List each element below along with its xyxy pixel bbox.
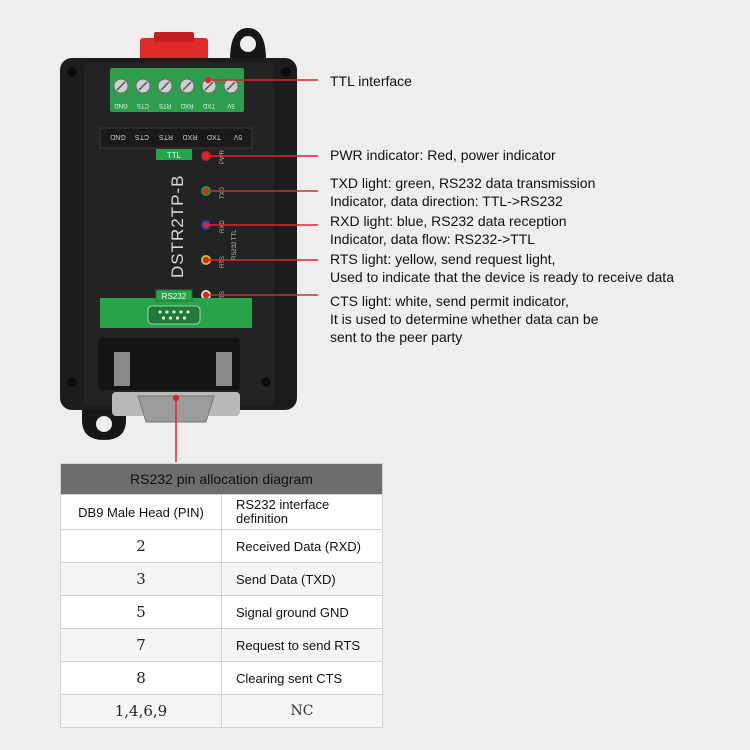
annotation-cts: CTS light: white, send permit indicator,…: [330, 292, 599, 346]
terminal-labels: GND CTS RTS RXD TXD 5V: [114, 102, 235, 108]
annotation-cts-line2: It is used to determine whether data can…: [330, 311, 599, 327]
table-row: 2 Received Data (RXD): [60, 529, 383, 563]
annotation-cts-line1: CTS light: white, send permit indicator,: [330, 293, 569, 309]
terminal-label: RTS: [159, 102, 171, 108]
table-row: 3 Send Data (TXD): [60, 562, 383, 596]
terminal-label: RXD: [180, 102, 193, 108]
mount-hole-top: [240, 36, 256, 52]
label-strip: [99, 127, 253, 149]
table-cell-definition: Request to send RTS: [221, 628, 383, 662]
led-label: CTS: [220, 291, 226, 303]
annotation-txd: TXD light: green, RS232 data transmissio…: [330, 174, 595, 210]
table-cell-pin: 1,4,6,9: [60, 694, 222, 728]
mount-hole-bottom: [96, 416, 112, 432]
led-label: RXD: [220, 220, 226, 233]
standoff-left: [114, 352, 130, 386]
annotation-ttl-line1: TTL interface: [330, 73, 412, 89]
pointer-lines: [172, 76, 318, 462]
ttl-tag-text: TTL: [167, 151, 182, 160]
db9-outline: [147, 305, 201, 325]
strip-label: CTS: [135, 133, 149, 140]
annotation-rxd-line2: Indicator, data flow: RS232->TTL: [330, 231, 536, 247]
db9-pin: [165, 310, 169, 314]
terminal-block: [110, 68, 244, 112]
db9-pin: [168, 316, 173, 320]
strip-label: GND: [110, 133, 126, 140]
db9-pin: [182, 316, 187, 320]
terminal-screw-slot: [204, 81, 214, 91]
table-cell-definition: Clearing sent CTS: [221, 661, 383, 695]
table-header-pin: DB9 Male Head (PIN): [60, 494, 222, 530]
annotation-rxd-line1: RXD light: blue, RS232 data reception: [330, 213, 567, 229]
table-cell-definition: Received Data (RXD): [221, 529, 383, 563]
red-latch-tab: [154, 32, 194, 42]
led-label: RTS: [220, 256, 226, 268]
table-row: 5 Signal ground GND: [60, 595, 383, 629]
db9-pin: [179, 310, 183, 314]
table-row: 8 Clearing sent CTS: [60, 661, 383, 695]
db9-pin: [161, 316, 166, 320]
rs232-tag-text: RS232: [162, 292, 187, 301]
screw-hole-tl: [67, 67, 77, 77]
table-row: 1,4,6,9 NC: [60, 694, 383, 728]
strip-labels: GND CTS RTS RXD TXD 5V: [110, 133, 242, 140]
terminal-screw-slot: [226, 81, 236, 91]
strip-label: RXD: [183, 133, 198, 140]
table-cell-definition: Send Data (TXD): [221, 562, 383, 596]
screw-hole-br: [261, 377, 271, 387]
screw-hole-bl: [67, 377, 77, 387]
annotation-pwr: PWR indicator: Red, power indicator: [330, 146, 556, 164]
terminal-label: 5V: [227, 102, 234, 108]
table-cell-definition: NC: [221, 694, 383, 728]
db9-pin: [158, 310, 162, 314]
terminal-screws: [113, 78, 239, 94]
table-title: RS232 pin allocation diagram: [60, 463, 383, 495]
terminal-label: GND: [114, 102, 128, 108]
db9-pin: [186, 310, 190, 314]
table-cell-pin: 7: [60, 628, 222, 662]
terminal-screw-slot: [182, 81, 192, 91]
standoff-right: [216, 352, 232, 386]
table-cell-pin: 8: [60, 661, 222, 695]
terminal-screw-slot: [160, 81, 170, 91]
table-header-definition: RS232 interface definition: [221, 494, 383, 530]
annotation-rxd: RXD light: blue, RS232 data reception In…: [330, 212, 567, 248]
screw-hole-tr: [281, 67, 291, 77]
db9-pin: [172, 310, 176, 314]
led-label: TXD: [220, 186, 226, 199]
strip-label: 5V: [233, 133, 242, 140]
table-row: 7 Request to send RTS: [60, 628, 383, 662]
annotation-rts: RTS light: yellow, send request light, U…: [330, 250, 674, 286]
table-cell-pin: 5: [60, 595, 222, 629]
annotation-cts-line3: sent to the peer party: [330, 329, 463, 345]
annotation-txd-line2: Indicator, data direction: TTL->RS232: [330, 193, 563, 209]
db9-pin: [175, 316, 180, 320]
annotation-txd-line1: TXD light: green, RS232 data transmissio…: [330, 175, 596, 191]
annotation-pwr-line1: PWR indicator: Red, power indicator: [330, 147, 556, 163]
annotation-rts-line2: Used to indicate that the device is read…: [330, 269, 674, 285]
terminal-label: CTS: [137, 102, 149, 108]
ttl-tag: [156, 149, 192, 160]
mode-label: RS232 TTL: [232, 229, 238, 260]
table-cell-pin: 3: [60, 562, 222, 596]
strip-label: RTS: [159, 133, 173, 140]
model-name: DSTR2TP-B: [168, 175, 187, 278]
terminal-screw-slot: [116, 81, 126, 91]
pin-allocation-table: RS232 pin allocation diagram DB9 Male He…: [60, 463, 383, 728]
table-cell-pin: 2: [60, 529, 222, 563]
table-cell-definition: Signal ground GND: [221, 595, 383, 629]
terminal-screw-slot: [138, 81, 148, 91]
annotation-rts-line1: RTS light: yellow, send request light,: [330, 251, 556, 267]
terminal-label: TXD: [202, 102, 215, 108]
db9-housing: [98, 338, 240, 390]
strip-label: TXD: [207, 133, 221, 140]
annotation-ttl: TTL interface: [330, 72, 412, 90]
db9-pins: [158, 310, 190, 320]
rs232-tag: [155, 289, 193, 302]
